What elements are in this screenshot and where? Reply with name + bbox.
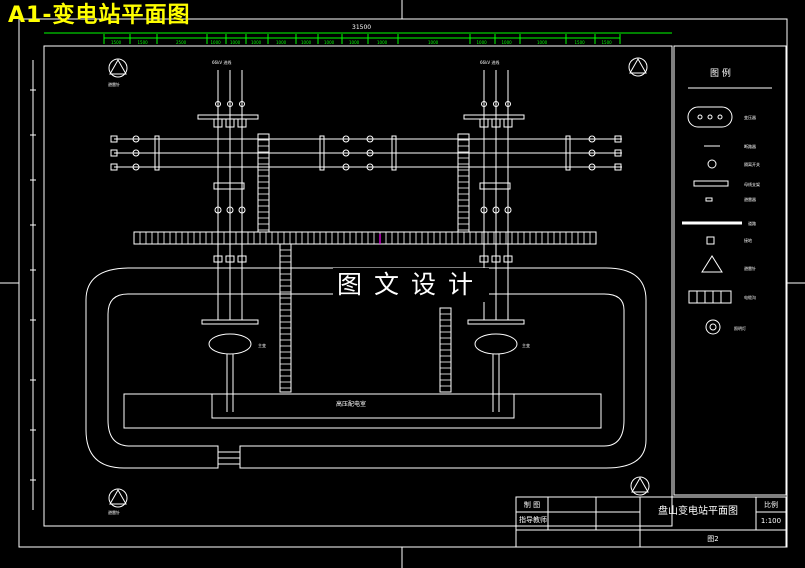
transformer-symbol-icon [687,106,733,128]
legend-frame [673,45,787,496]
incoming-bay-left [197,70,259,355]
circle-symbol-icon [705,319,721,335]
dimension-segment-label: 1000 [477,40,488,45]
dimension-segment-label: 1500 [602,40,613,45]
legend-label-0: 变压器 [744,114,756,120]
busbar-symbol-icon [693,180,729,187]
lightning-rod-label-bottom-left: 避雷针 [108,509,120,515]
dimension-segment-label: 1500 [575,40,586,45]
dimension-segment-label: 1500 [111,40,122,45]
cable-trench-horizontal [133,231,597,245]
busbars [110,135,622,171]
dimension-segment-label: 1000 [230,40,241,45]
title-block-scale-value: 1:100 [760,517,782,525]
lightning-rod-top-right [628,57,648,77]
dimension-top [44,32,672,44]
dimension-segment-label: 1000 [324,40,335,45]
sheet-title: A1-变电站平面图 [8,3,191,28]
incoming-line-label-right: 66kV 进线 [480,59,499,65]
dimension-segment-label: 1000 [349,40,360,45]
dimension-segment-label: 1500 [138,40,149,45]
title-block-drawn: 制 图 [523,501,541,509]
legend-label-4: 避雷器 [744,196,756,202]
cable-trench-ticks [258,139,469,389]
lightning-rod-bottom-right [630,476,650,496]
legend-label-5: 道路 [748,220,756,226]
lightning-rod-bottom-left [108,488,128,508]
transformer-leads [226,354,500,412]
dimension-segment-label: 1000 [276,40,287,45]
title-block [515,496,787,548]
legend-label-2: 隔离开关 [744,161,760,167]
dimension-overall: 31500 [352,24,371,31]
dimension-segment-label: 1000 [377,40,388,45]
dimension-left [30,60,36,510]
legend-label-1: 断路器 [744,143,756,149]
dimension-segment-label: 1000 [301,40,312,45]
legend-label-6: 接地 [744,237,752,243]
incoming-bay-right [463,70,525,355]
disconnector-symbol-icon [707,159,717,169]
transformer-left [208,333,252,355]
dimension-segment-label: 1000 [251,40,262,45]
insulator-symbol-icon [705,197,713,202]
road-entrance-steps [218,451,240,465]
dimension-segment-label: 1000 [502,40,513,45]
dimension-segment-label: 2500 [176,40,187,45]
control-building-inner [211,393,515,419]
title-block-checked: 指导教师 [519,516,547,524]
watermark: 图文设计 [333,268,490,302]
legend-label-3: 母线支架 [744,181,760,187]
triangle-symbol-icon [701,255,723,273]
legend-label-9: 照明灯 [734,325,746,331]
dimension-segment-labels: 1500 1500 2500 1000 1000 1000 1000 1000 1000 1000… [111,40,612,45]
legend-icons [682,106,742,335]
title-block-scale-label: 比例 [764,501,778,509]
transformer-label-left: 主变 [258,342,266,348]
dimension-segment-label: 1000 [428,40,439,45]
cable-trench-symbol-icon [688,290,732,304]
incoming-line-label-left: 66kV 进线 [212,59,231,65]
transformer-label-right: 主变 [522,342,530,348]
lightning-rod-label-top-left: 避雷针 [108,81,120,87]
cable-trench-vertical [257,133,470,393]
legend-label-8: 电缆沟 [744,294,756,300]
inner-frame [43,45,673,527]
legend-label-7: 避雷针 [744,265,756,271]
legend-title: 图 例 [710,67,731,79]
dimension-segment-label: 1000 [211,40,222,45]
title-block-drawing-name: 盘山变电站平面图 [658,506,738,517]
transformer-right [474,333,518,355]
square-symbol-icon [706,236,715,245]
control-building-label: 高压配电室 [336,400,366,408]
dimension-segment-label: 1000 [537,40,548,45]
title-block-sheet-no: 图2 [707,535,719,543]
cable-trench-horizontal-ticks [139,232,591,244]
lightning-rod-top-left [108,58,128,78]
control-building [123,393,602,429]
